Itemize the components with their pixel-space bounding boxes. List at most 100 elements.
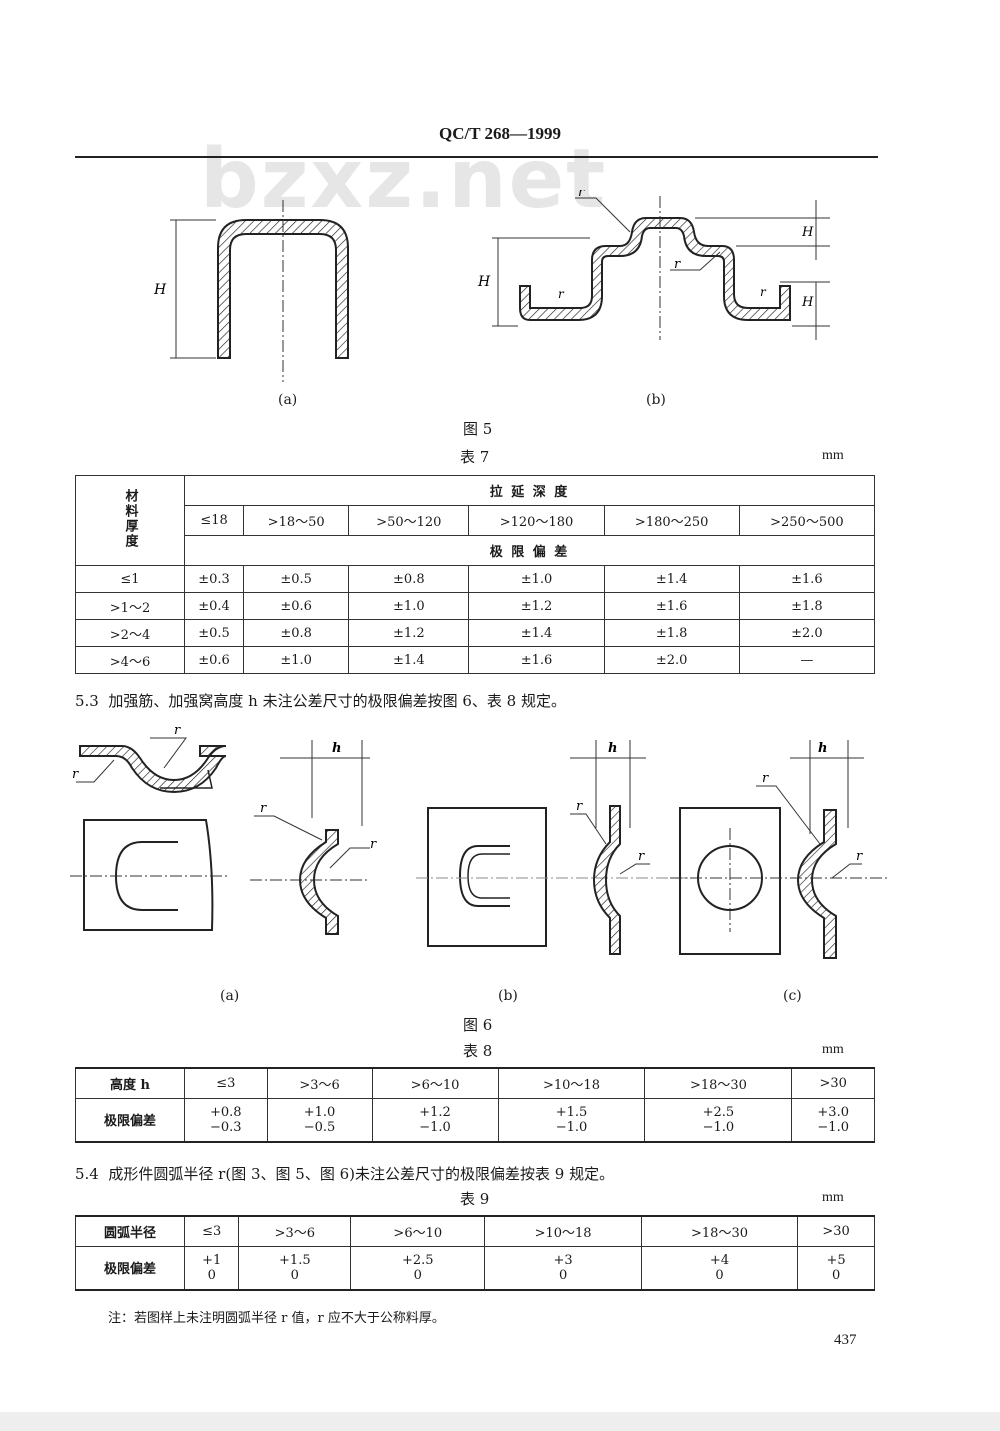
fig6-sub-b: (b) (498, 988, 518, 1004)
cell: +0.8−0.3 (184, 1097, 268, 1143)
table9-row1-label: 圆弧半径 (75, 1215, 185, 1247)
table-7: 材料厚度 拉 延 深 度 ≤18 >18～50 >50～120 >120～180… (75, 475, 876, 674)
figure-6-drawing: r r h r r h r r h r r (70, 723, 890, 959)
fig6-b-h-label: h (608, 741, 617, 756)
fig5-a-H-label: H (153, 282, 167, 298)
row-label: ≤1 (75, 565, 185, 593)
fig6-b-r-label-2: r (638, 849, 645, 864)
cell: ±1.8 (603, 619, 740, 647)
figure-5-drawing: H H H H r r r r (153, 190, 830, 382)
fig5-r-label-1: r (578, 190, 585, 200)
table7-col: ≤18 (183, 505, 245, 536)
fig5-b-H-label: H (477, 274, 491, 290)
table9-unit: mm (822, 1190, 844, 1205)
fig6-c-r-label-1: r (762, 771, 769, 786)
section-5-4: 5.4 成形件圆弧半径 r(图 3、图 5、图 6)未注公差尺寸的极限偏差按表 … (75, 1163, 614, 1184)
table8-col: >18～30 (644, 1067, 793, 1099)
cell: ±1.4 (348, 646, 470, 674)
table7-col: >50～120 (348, 505, 470, 536)
cell: +3.0−1.0 (791, 1097, 875, 1143)
fig5-b-h1-label: H (801, 225, 814, 240)
cell: ±1.6 (603, 592, 740, 620)
fig6-sub-c: (c) (783, 988, 802, 1004)
section-text: 成形件圆弧半径 r(图 3、图 5、图 6)未注公差尺寸的极限偏差按表 9 规定… (108, 1165, 615, 1183)
row-label: >1～2 (75, 592, 185, 620)
cell: ±1.8 (738, 592, 876, 620)
cell: ±0.4 (183, 592, 245, 620)
table8-col: >30 (791, 1067, 875, 1099)
row-label: >2～4 (75, 619, 185, 647)
table8-col: ≤3 (184, 1067, 268, 1099)
fig5-caption: 图 5 (463, 420, 493, 438)
cell: +1.2−1.0 (371, 1097, 499, 1143)
cell: ±2.0 (738, 619, 876, 647)
section-number: 5.3 (75, 692, 99, 710)
table9-col: >3～6 (238, 1215, 352, 1247)
table9-col: >30 (797, 1215, 875, 1247)
cell: — (738, 646, 876, 674)
header-rule (75, 156, 878, 158)
table7-title: 表 7 (460, 448, 490, 466)
table-9: 圆弧半径 ≤3 >3～6 >6～10 >10～18 >18～30 >30 极限偏… (75, 1215, 875, 1291)
watermark: bzxz.net (200, 132, 608, 227)
fig6-a-h-label: h (332, 741, 341, 756)
section-5-3: 5.3 加强筋、加强窝高度 h 未注公差尺寸的极限偏差按图 6、表 8 规定。 (75, 690, 566, 711)
table-8: 高度 h ≤3 >3～6 >6～10 >10～18 >18～30 >30 极限偏… (75, 1067, 875, 1143)
table9-title: 表 9 (460, 1190, 490, 1208)
cell: ±1.0 (243, 646, 350, 674)
footnote: 注：若图样上未注明圆弧半径 r 值，r 应不大于公称料厚。 (108, 1311, 445, 1326)
table9-row2-label: 极限偏差 (75, 1245, 185, 1291)
table8-unit: mm (822, 1042, 844, 1057)
cell: ±1.0 (468, 565, 605, 593)
row-label: >4～6 (75, 646, 185, 674)
table9-col: >18～30 (640, 1215, 799, 1247)
cell: ±0.3 (183, 565, 245, 593)
fig5-b-h2-label: H (801, 295, 814, 310)
fig6-b-r-label-1: r (576, 799, 583, 814)
table7-unit: mm (822, 448, 844, 463)
cell: ±1.4 (603, 565, 740, 593)
cell: ±0.8 (243, 619, 350, 647)
page-number: 437 (834, 1332, 857, 1348)
cell: ±1.0 (348, 592, 470, 620)
table-row: ≤1 ±0.3 ±0.5 ±0.8 ±1.0 ±1.4 ±1.6 (75, 565, 876, 593)
table8-title: 表 8 (463, 1042, 493, 1060)
cell: ±0.5 (243, 565, 350, 593)
cell: ±0.6 (243, 592, 350, 620)
cell: +1.0−0.5 (266, 1097, 373, 1143)
fig6-c-r-label-2: r (856, 849, 863, 864)
cell: ±0.5 (183, 619, 245, 647)
cell: +1.5−1.0 (497, 1097, 646, 1143)
table9-col: >6～10 (350, 1215, 486, 1247)
fig5-r-label-2: r (674, 257, 681, 272)
table7-col: >120～180 (468, 505, 605, 536)
table8-col: >3～6 (266, 1067, 373, 1099)
fig5-sub-b: (b) (646, 392, 666, 408)
section-number: 5.4 (75, 1165, 99, 1183)
table9-col: ≤3 (183, 1215, 240, 1247)
cell: ±1.4 (468, 619, 605, 647)
cell: ±2.0 (603, 646, 740, 674)
table-row: >2～4 ±0.5 ±0.8 ±1.2 ±1.4 ±1.8 ±2.0 (75, 619, 876, 647)
cell: +2.5−1.0 (644, 1097, 793, 1143)
fig6-sub-a: (a) (220, 988, 240, 1004)
fig5-sub-a: (a) (278, 392, 298, 408)
table7-row-header: 材料厚度 (75, 475, 185, 566)
table8-col: >6～10 (371, 1067, 499, 1099)
section-text: 加强筋、加强窝高度 h 未注公差尺寸的极限偏差按图 6、表 8 规定。 (108, 692, 566, 710)
table7-col: >18～50 (243, 505, 350, 536)
table9-col: >10～18 (484, 1215, 642, 1247)
fig6-a-r-label-4: r (370, 837, 377, 852)
fig6-a-r-label-1: r (174, 723, 181, 738)
standard-number: QC/T 268—1999 (438, 124, 561, 143)
cell: ±1.2 (468, 592, 605, 620)
fig6-a-r-label-2: r (72, 767, 79, 782)
table7-col: >250～500 (738, 505, 876, 536)
table-row: >1～2 ±0.4 ±0.6 ±1.0 ±1.2 ±1.6 ±1.8 (75, 592, 876, 620)
fig5-r-label-4: r (760, 285, 767, 299)
cell: ±1.6 (738, 565, 876, 593)
